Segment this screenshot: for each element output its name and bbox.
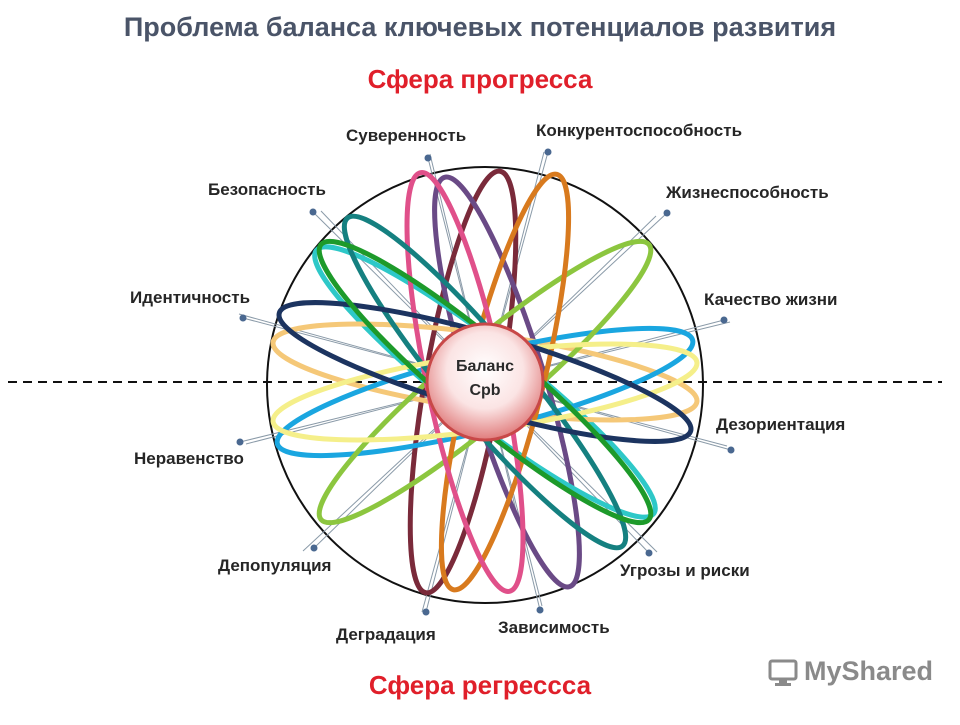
spoke-dot (645, 549, 653, 557)
monitor-icon (768, 659, 798, 686)
label-quality-of-life: Качество жизни (704, 290, 838, 309)
spoke-dot (309, 208, 317, 216)
center-label: Баланс Срb (425, 355, 545, 403)
label-inequality: Неравенство (134, 449, 244, 468)
spoke-dot (310, 544, 318, 552)
spoke-dot (239, 314, 247, 322)
label-competitiveness: Конкурентоспособность (536, 121, 743, 140)
spoke-dot (536, 606, 544, 614)
center-circle (425, 322, 545, 442)
progress-sphere-label: Сфера прогресса (367, 64, 593, 94)
label-dependency: Зависимость (498, 618, 610, 637)
center-line1: Баланс (455, 358, 515, 375)
center-line2: Срb (469, 382, 501, 399)
label-degradation: Деградация (336, 625, 436, 644)
spoke-dot (663, 209, 671, 217)
page-title: Проблема баланса ключевых потенциалов ра… (123, 12, 837, 42)
spoke-dot (236, 438, 244, 446)
watermark-text: MyShared (804, 656, 934, 686)
outer-circle (266, 166, 704, 604)
label-security: Безопасность (208, 180, 326, 199)
spoke-dot (720, 316, 728, 324)
label-threats-risks: Угрозы и риски (620, 561, 750, 580)
spoke-dot (422, 608, 430, 616)
label-sovereignty: Суверенность (346, 126, 467, 145)
label-disorientation: Дезориентация (716, 415, 846, 434)
regress-sphere-label: Сфера регрессса (368, 670, 592, 700)
spoke-dot (727, 446, 735, 454)
label-viability: Жизнеспособность (666, 183, 829, 202)
spoke-dot (424, 154, 432, 162)
label-identity: Идентичность (130, 288, 251, 307)
label-depopulation: Депопуляция (218, 556, 332, 575)
spoke-dot (544, 148, 552, 156)
